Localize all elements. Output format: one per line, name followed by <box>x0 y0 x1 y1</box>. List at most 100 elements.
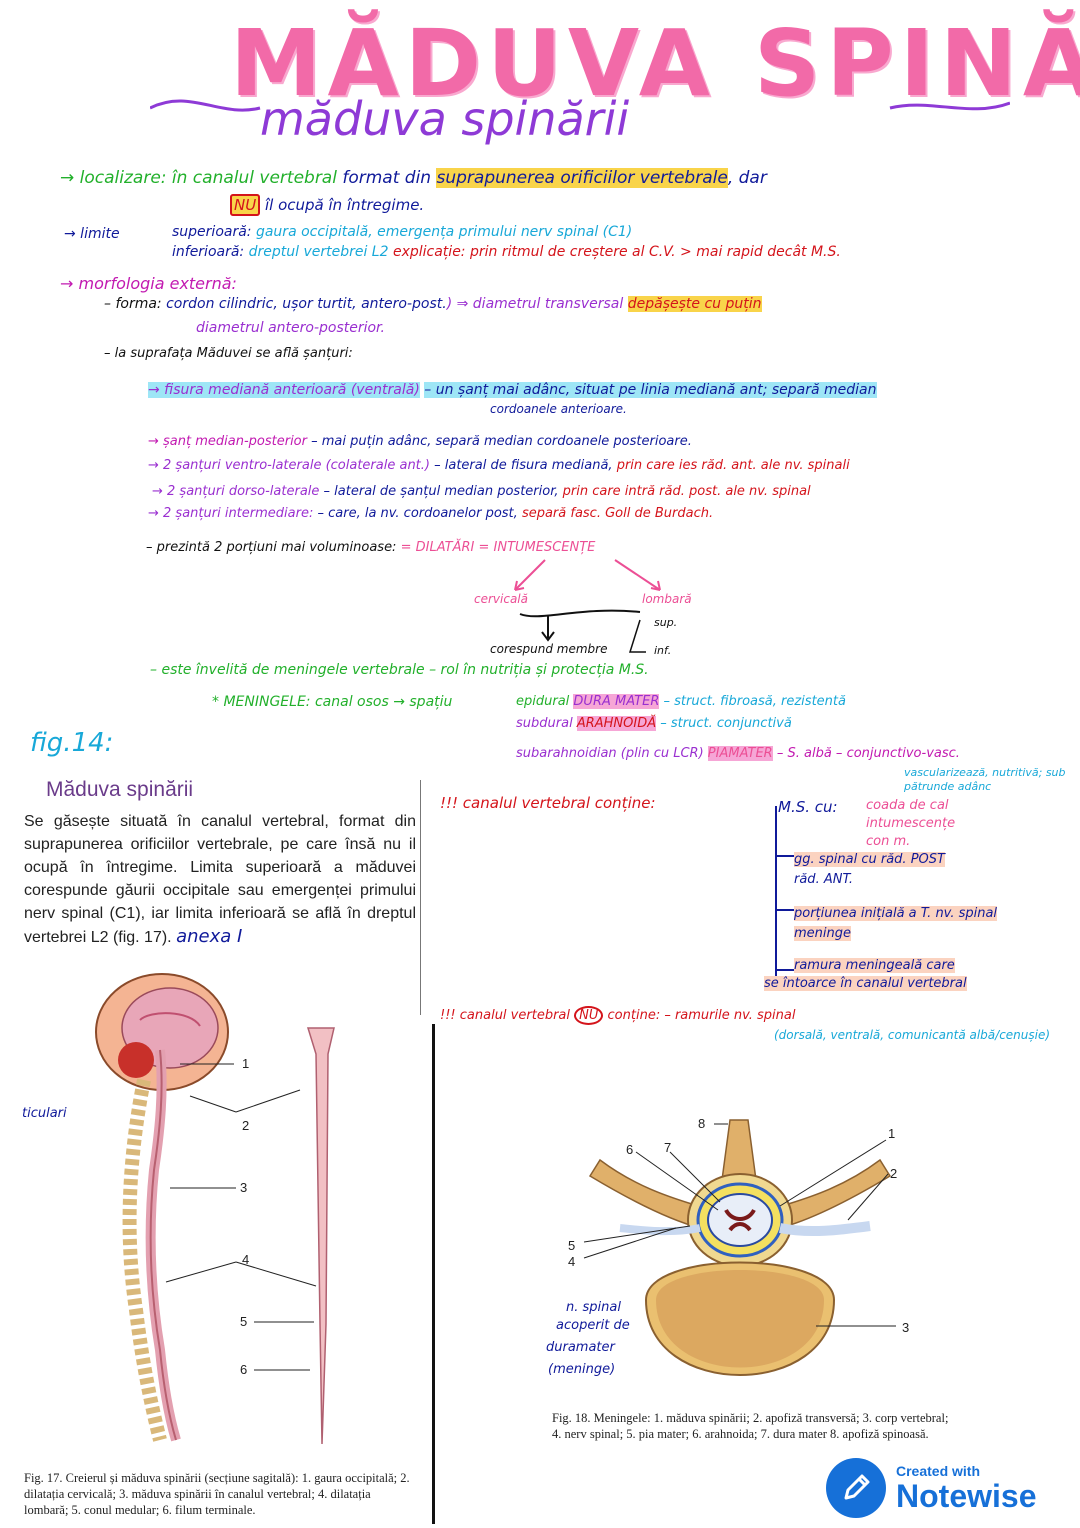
sup-label: sup. <box>654 616 678 629</box>
loc-text4: , dar <box>727 168 767 188</box>
notewise-logo <box>826 1458 886 1518</box>
fis1: → fisura mediană anterioară (ventrală) <box>148 382 420 398</box>
prezinta-line: – prezintă 2 porțiuni mai voluminoase: =… <box>146 540 595 555</box>
fig17-num-3: 3 <box>240 1180 248 1195</box>
limite-sup: superioară: gaura occipitală, emergența … <box>172 224 632 240</box>
meningele-line: * MENINGELE: canal osos → spațiu <box>212 694 452 710</box>
s3-text: – lateral de fisura mediană, <box>434 458 613 473</box>
subdural-line: subdural ARAHNOIDĂ – struct. conjunctivă <box>516 716 792 731</box>
nerv-label2: acoperit de <box>556 1318 630 1333</box>
coresp-label: corespund membre <box>490 642 608 656</box>
fis1-text: – un șanț mai adânc, situat pe linia med… <box>424 382 877 398</box>
s5-text2: separă fasc. Goll de Burdach. <box>521 506 714 521</box>
pia-desc2: vascularizează, nutritivă; sub <box>904 766 1066 779</box>
book-paragraph: Se găsește situată în canalul vertebral,… <box>24 810 416 949</box>
suprafata-line: – la suprafața Măduvei se află șanțuri: <box>104 346 353 361</box>
invelita-line: – este învelită de meningele vertebrale … <box>150 662 649 678</box>
s2: → șanț median-posterior <box>148 434 307 449</box>
sant2-line: → șanț median-posterior – mai puțin adân… <box>148 434 692 449</box>
lim-inf-label: inferioară: <box>172 244 245 260</box>
title-flourish <box>150 99 1010 112</box>
nu-contine1: !!! canalul vertebral <box>440 1008 570 1023</box>
fig18-num-3: 3 <box>902 1320 910 1335</box>
fig18-leader-lines <box>583 1123 896 1327</box>
book-title: Măduva spinării <box>46 778 194 801</box>
fig18-caption: Fig. 18. Meningele: 1. măduva spinării; … <box>552 1411 949 1441</box>
s5: → 2 șanțuri intermediare: <box>148 506 314 521</box>
s5-text: – care, la nv. cordoanelor post, <box>317 506 518 521</box>
fig17-num-4: 4 <box>242 1252 250 1267</box>
coada-label: coada de cal <box>866 798 949 813</box>
fig18-num-1: 1 <box>888 1126 896 1141</box>
ms-cu-label: M.S. cu: <box>778 798 838 816</box>
fig17-num-2: 2 <box>242 1118 250 1133</box>
arahn-desc: – struct. conjunctivă <box>660 716 792 731</box>
nu-contine3: (dorsală, ventrală, comunicantă albă/cen… <box>774 1028 1051 1042</box>
forma-label: – forma: <box>104 296 162 312</box>
side-word: ticulari <box>22 1106 67 1121</box>
fig17-num-6: 6 <box>240 1362 248 1377</box>
forma-text3: depășește cu puțin <box>627 296 762 312</box>
fig18-num-5: 5 <box>568 1238 576 1253</box>
arahn: ARAHNOIDĂ <box>576 716 657 731</box>
s3: → 2 șanțuri ventro-laterale (colaterale … <box>148 458 430 473</box>
page-title: MĂDUVA SPINĂRII <box>230 10 1080 117</box>
epidural: epidural <box>516 694 570 709</box>
dura: DURA MATER <box>573 694 660 709</box>
dura-desc: – struct. fibroasă, rezistentă <box>663 694 846 709</box>
badge-created-with: Created with <box>896 1463 981 1479</box>
subarahn: subarahnoidian (plin cu LCR) <box>516 746 704 761</box>
anexa-label: anexa I <box>176 926 243 947</box>
dilat: = DILATĂRI = INTUMESCENȚE <box>400 540 596 555</box>
ramura-label: ramura meningeală care <box>794 958 955 973</box>
fig17-caption: Fig. 17. Creierul și măduva spinării (se… <box>24 1471 410 1517</box>
lim-inf-text: dreptul vertebrei L2 <box>248 244 389 260</box>
nu-contine2: conține: – ramurile nv. spinal <box>607 1008 796 1023</box>
intum-label: intumescențe <box>866 816 956 831</box>
page-subtitle: măduva spinării <box>260 92 630 146</box>
sant5-line: → 2 șanțuri intermediare: – care, la nv.… <box>148 506 713 521</box>
forma-line2: diametrul antero-posterior. <box>196 320 385 336</box>
pencil-icon <box>844 1474 870 1500</box>
sant4-line: → 2 șanțuri dorso-laterale – lateral de … <box>152 484 811 499</box>
fisura-line: → fisura mediană anterioară (ventrală) –… <box>148 382 877 398</box>
forma-text1: cordon cilindric, ușor turtit, antero-po… <box>166 296 447 312</box>
loc-text3: suprapunerea orificiilor vertebrale <box>436 168 728 188</box>
dilatari-arrows <box>514 559 661 653</box>
ramura-label2: se întoarce în canalul vertebral <box>764 976 967 991</box>
lim-expl: explicație: prin ritmul de creștere al C… <box>392 244 841 260</box>
nerv-label4: (meninge) <box>548 1362 616 1377</box>
fig18-num-6: 6 <box>626 1142 634 1157</box>
fig17-num-5: 5 <box>240 1314 248 1329</box>
fisura-line2: cordoanele anterioare. <box>490 402 627 416</box>
limite-label: → limite <box>64 226 120 242</box>
loc-nu: NU <box>230 194 261 216</box>
s3-text2: prin care ies răd. ant. ale nv. spinali <box>616 458 850 473</box>
pia: PIAMATER <box>707 746 773 761</box>
fig17-leader-lines <box>165 1063 317 1371</box>
forma-text2: ) ⇒ diametrul transversal <box>446 296 624 312</box>
book-paragraph-text: Se găsește situată în canalul vertebral,… <box>24 813 416 946</box>
loc-label: → localizare: <box>60 168 167 188</box>
portiunea-label: porțiunea inițială a T. nv. spinal <box>794 906 998 921</box>
fig17-spinal-cord-illustration <box>306 1027 335 1445</box>
fig17-num-1: 1 <box>242 1056 250 1071</box>
s4-text2: prin care intră răd. post. ale nv. spina… <box>562 484 811 499</box>
s4-text: – lateral de șanțul median posterior, <box>323 484 559 499</box>
cervicala-label: cervicală <box>474 592 528 606</box>
subdural: subdural <box>516 716 573 731</box>
lim-sup-text: gaura occipitală, emergența primului ner… <box>255 224 633 240</box>
s2-text: – mai puțin adânc, separă median cordoan… <box>311 434 692 449</box>
fig18-num-8: 8 <box>698 1116 706 1131</box>
subarahn-line: subarahnoidian (plin cu LCR) PIAMATER – … <box>516 746 960 761</box>
pia-desc: – S. albă – conjunctivo-vasc. <box>776 746 960 761</box>
epidural-line: epidural DURA MATER – struct. fibroasă, … <box>516 694 846 709</box>
fig18-num-7: 7 <box>664 1140 672 1155</box>
fig17-brain-spine-illustration <box>95 973 229 1442</box>
localizare-line: → localizare: în canalul vertebral forma… <box>60 168 767 188</box>
fig18-meninges-illustration <box>588 1119 892 1376</box>
badge-notewise: Notewise <box>896 1478 1037 1514</box>
loc-text1: în canalul vertebral <box>171 168 337 188</box>
con-label: con m. <box>866 834 911 849</box>
s4: → 2 șanțuri dorso-laterale <box>152 484 320 499</box>
